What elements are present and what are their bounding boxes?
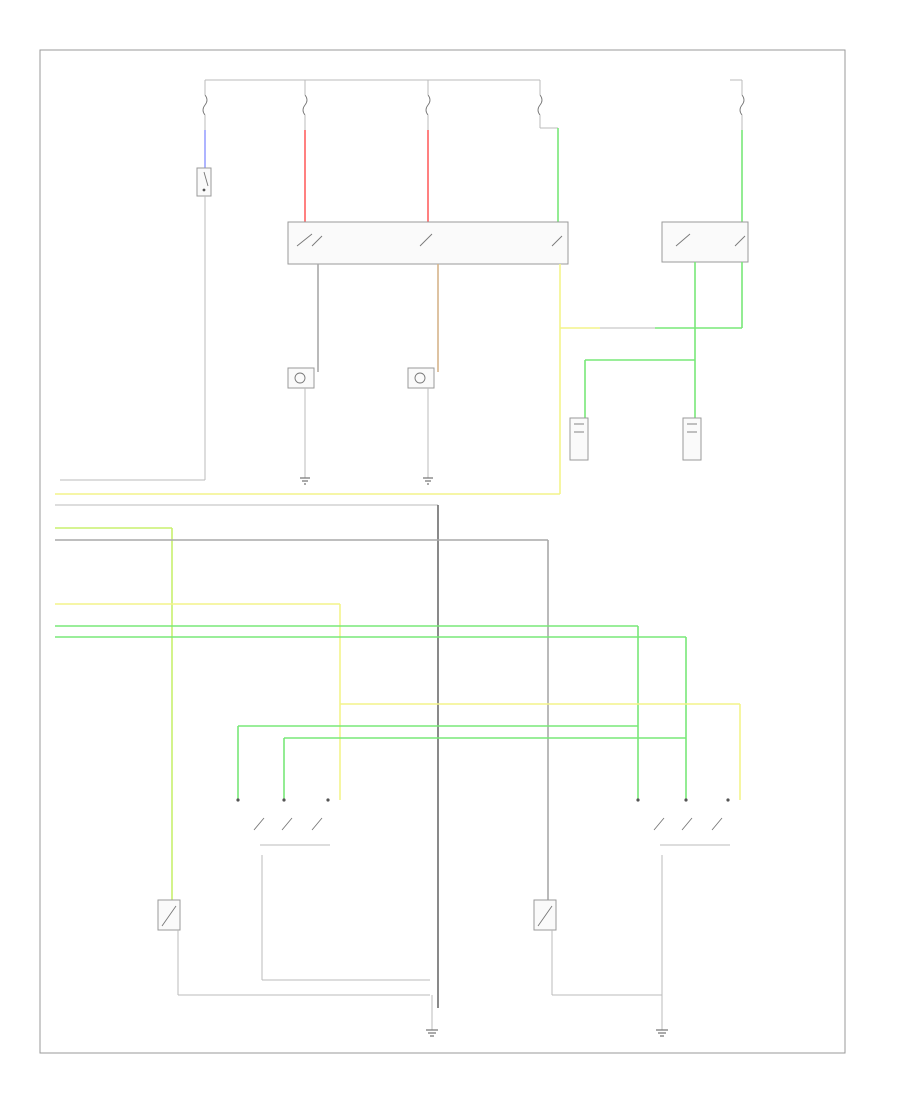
diagram-frame	[39, 49, 846, 1054]
fuse-icon	[425, 80, 431, 130]
ground-icon	[426, 995, 438, 1037]
relay-icon	[287, 221, 569, 265]
switch-right-assy	[636, 798, 730, 846]
fuse-icon	[537, 80, 558, 129]
fuse-icon	[302, 80, 308, 130]
ground-icon	[300, 477, 433, 485]
sensor-icon	[569, 417, 589, 461]
bulb-icon	[287, 367, 315, 389]
switch-left-assy	[236, 798, 330, 846]
relay-icon	[661, 221, 749, 263]
ground-icon	[656, 1010, 668, 1037]
actuator-icon	[533, 899, 557, 931]
sensor-icon	[682, 417, 702, 461]
actuator-icon	[157, 899, 181, 931]
switch-icon	[196, 167, 212, 197]
fuse-icon	[202, 80, 208, 130]
fuse-icon	[739, 80, 745, 130]
bulb-icon	[407, 367, 435, 389]
